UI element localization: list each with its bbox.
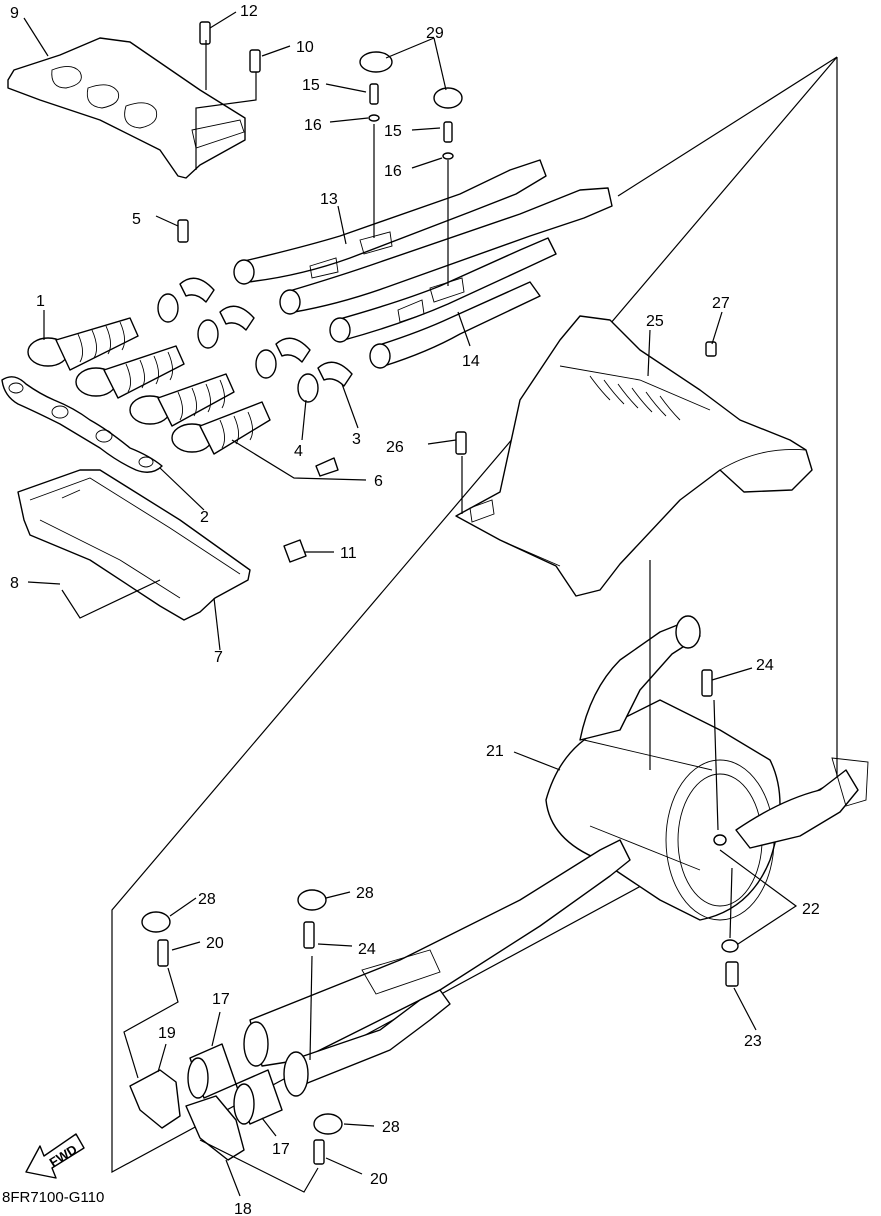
callout-20-upper: 20	[206, 935, 224, 952]
exhaust-headers	[27, 277, 353, 455]
exhaust-gaskets	[1, 376, 163, 473]
callout-25: 25	[646, 313, 664, 330]
callout-24-upper: 24	[756, 657, 774, 674]
callout-28-left: 28	[198, 891, 216, 908]
callout-13: 13	[320, 191, 338, 208]
callout-26: 26	[386, 439, 404, 456]
callout-18: 18	[234, 1201, 252, 1216]
muffler	[545, 615, 869, 921]
callout-28-lower: 28	[382, 1119, 400, 1136]
header-3	[129, 349, 277, 427]
callout-17-lower: 17	[272, 1141, 290, 1158]
callout-12: 12	[240, 3, 258, 20]
fasteners	[141, 21, 739, 1165]
callout-17-upper: 17	[212, 991, 230, 1008]
callout-19: 19	[158, 1025, 176, 1042]
callout-21: 21	[486, 743, 504, 760]
rear-y-pipe	[243, 839, 631, 1097]
part-code: 8FR7100-G110	[2, 1189, 104, 1206]
callout-27: 27	[712, 295, 730, 312]
callout-16-lower: 16	[384, 163, 402, 180]
forward-direction-arrow: FWD	[25, 1133, 85, 1179]
callout-6: 6	[374, 473, 383, 490]
callout-15-lower: 15	[384, 123, 402, 140]
silencer-heat-cover	[455, 315, 813, 597]
upper-heat-shield	[7, 37, 246, 179]
leader-lines	[23, 11, 798, 1197]
callout-2: 2	[200, 509, 209, 526]
callout-29: 29	[426, 25, 444, 42]
lower-heat-shield	[17, 469, 251, 621]
callout-1: 1	[36, 293, 45, 310]
callout-28-middle: 28	[356, 885, 374, 902]
callout-15-upper: 15	[302, 77, 320, 94]
callout-4: 4	[294, 443, 303, 460]
callout-16-upper: 16	[304, 117, 322, 134]
callout-7: 7	[214, 649, 223, 666]
callout-11: 11	[340, 545, 357, 562]
callout-22: 22	[802, 901, 820, 918]
callout-14: 14	[462, 353, 480, 370]
callout-20-lower: 20	[370, 1171, 388, 1188]
clamps	[179, 277, 353, 387]
callout-5: 5	[132, 211, 141, 228]
callout-3: 3	[352, 431, 361, 448]
tail-pipes	[129, 1043, 283, 1161]
assembly-outline-box	[111, 56, 838, 1174]
callout-8: 8	[10, 575, 19, 592]
callout-9: 9	[10, 5, 19, 22]
front-exhaust-pipes	[233, 159, 613, 369]
header-2	[75, 319, 219, 399]
header-1	[27, 293, 179, 371]
callout-23: 23	[744, 1033, 762, 1050]
callout-10: 10	[296, 39, 314, 56]
callout-labels: 9 12 10 29 15 16 15 16 5 13 1 14 25 27 3…	[10, 3, 820, 1216]
callout-24-lower: 24	[358, 941, 376, 958]
header-4	[171, 373, 319, 455]
